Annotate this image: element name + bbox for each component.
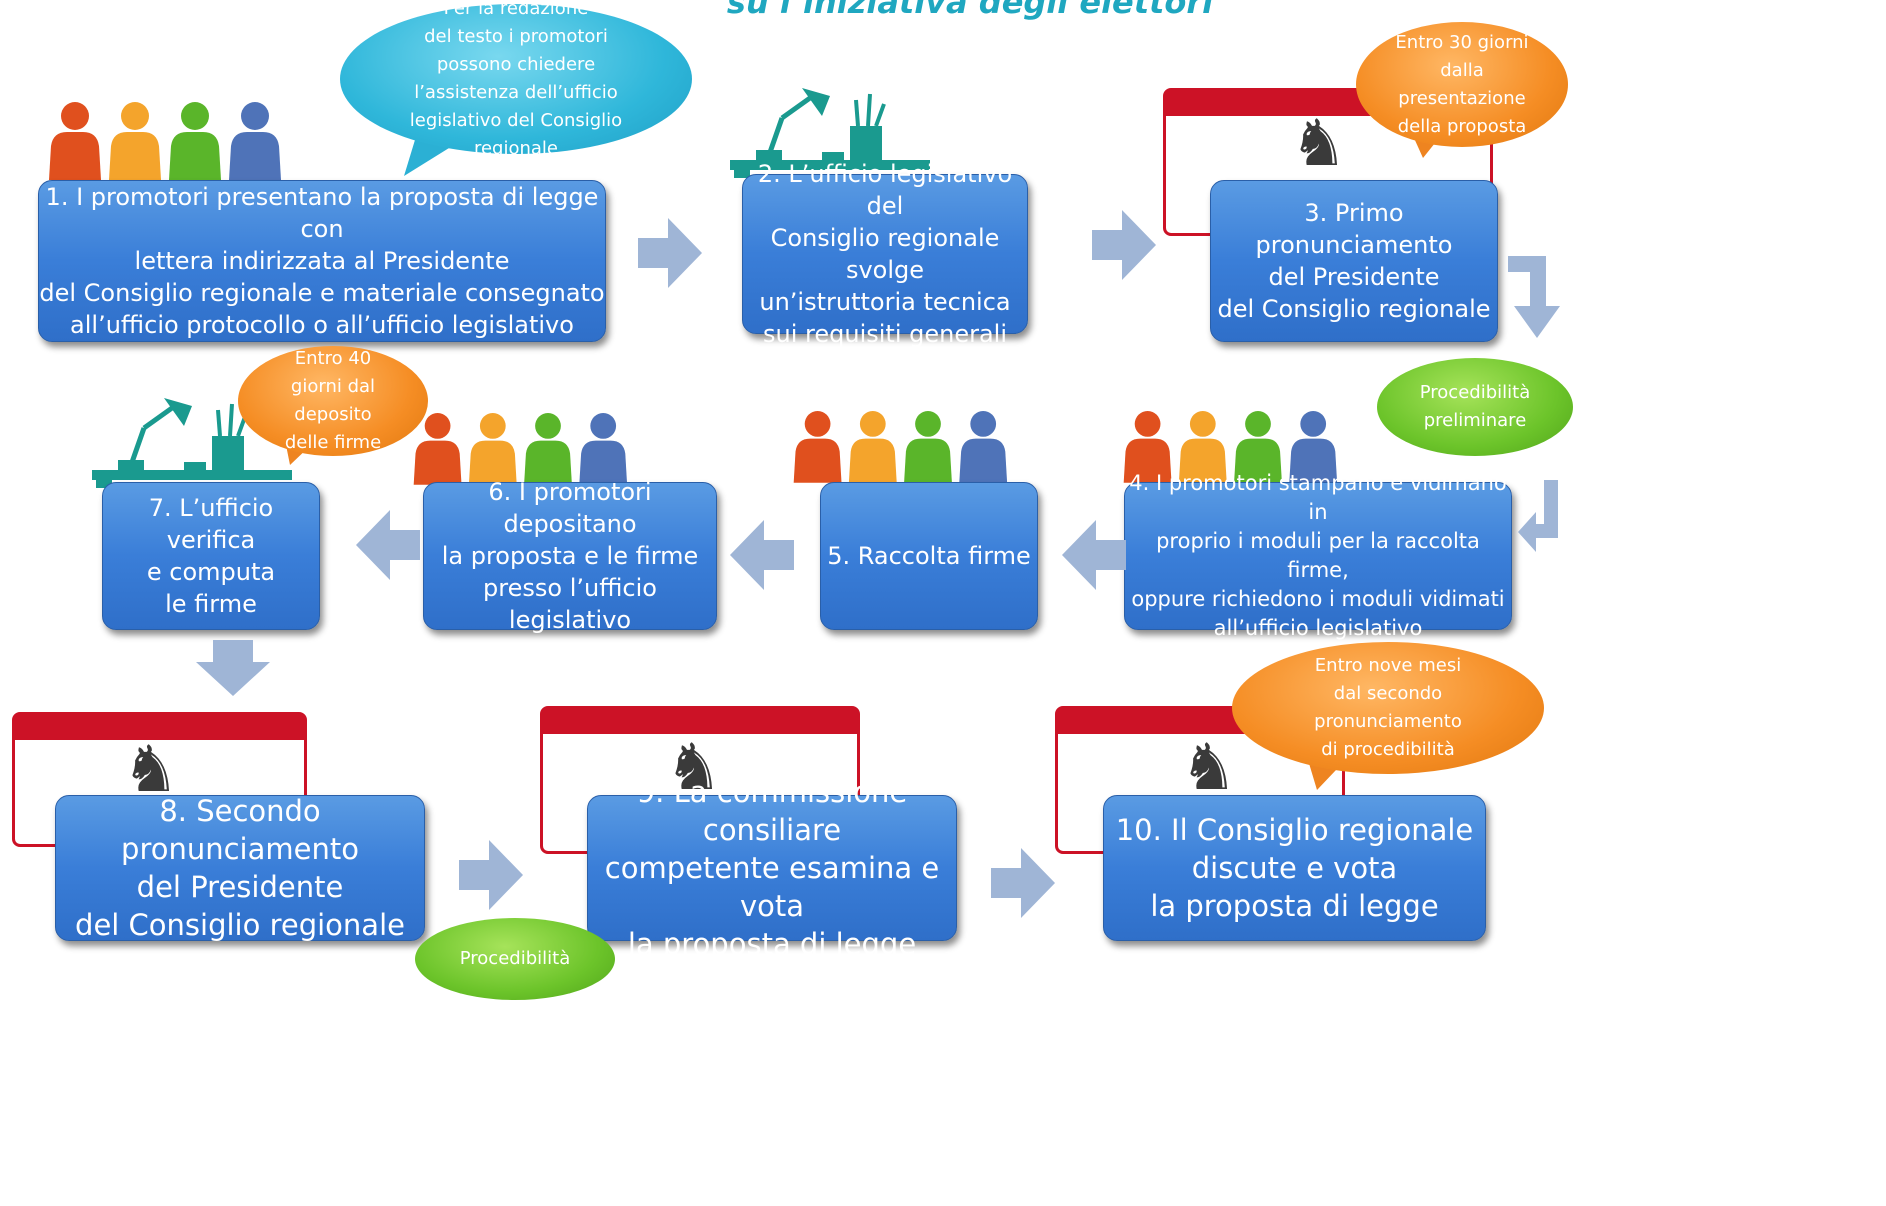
people-group-icon (793, 411, 1008, 483)
pegasus-emblem-icon: ♞ (1290, 107, 1348, 181)
step-9-box: 9. La commissione consiliare competente … (587, 775, 957, 961)
step-7-box: 7. L’ufficio verifica e computa le firme (102, 482, 320, 630)
thirty-days-callout: Entro 30 giorni dalla presentazione dell… (1356, 22, 1568, 147)
pegasus-emblem-icon: ♞ (665, 731, 723, 805)
nine-months-callout: Entro nove mesi dal secondo pronunciamen… (1232, 642, 1544, 774)
step-5-box: 5. Raccolta firme (820, 482, 1038, 630)
people-group-icon (413, 413, 628, 485)
step-6-box: 6. I promotori depositano la proposta e … (423, 478, 717, 634)
step-2-box: 2. L’ufficio legislativo del Consiglio r… (742, 160, 1028, 348)
desk-lamp-icon (730, 88, 930, 178)
forty-days-callout: Entro 40 giorni dal deposito delle firme (238, 346, 428, 456)
flow-arrow-icon (1508, 256, 1560, 338)
assistance-callout: Per la redazione del testo i promotori p… (340, 0, 692, 159)
flow-arrow-icon (638, 218, 702, 288)
step-8-box: 8. Secondo pronunciamento del Presidente… (55, 794, 425, 942)
step-3-box: 3. Primo pronunciamento del Presidente d… (1210, 180, 1498, 342)
flow-arrow-icon (356, 510, 420, 580)
desk-lamp-icon (92, 398, 292, 488)
flow-arrow-icon (459, 840, 523, 910)
page-title: su l’iniziativa degli elettori (726, 0, 1214, 21)
step-10-box: 10. Il Consiglio regionale discute e vot… (1103, 795, 1486, 941)
flow-arrow-icon (1518, 480, 1558, 552)
preliminary-admissibility-badge: Procedibilità preliminare (1377, 358, 1573, 456)
step-1-box: 1. I promotori presentano la proposta di… (38, 180, 606, 342)
flow-arrow-icon (1092, 210, 1156, 280)
flow-arrow-icon (991, 848, 1055, 918)
pegasus-emblem-icon: ♞ (1180, 731, 1238, 805)
people-group-icon (1123, 411, 1338, 483)
flow-arrow-icon (196, 640, 270, 696)
step-4-box: 4. I promotori stampano e vidimano in pr… (1124, 471, 1512, 640)
pegasus-emblem-icon: ♞ (122, 733, 180, 807)
flow-arrow-icon (730, 520, 794, 590)
people-group-icon (49, 102, 281, 180)
flow-arrow-icon (1062, 520, 1126, 590)
admissibility-badge: Procedibilità (415, 918, 615, 1000)
